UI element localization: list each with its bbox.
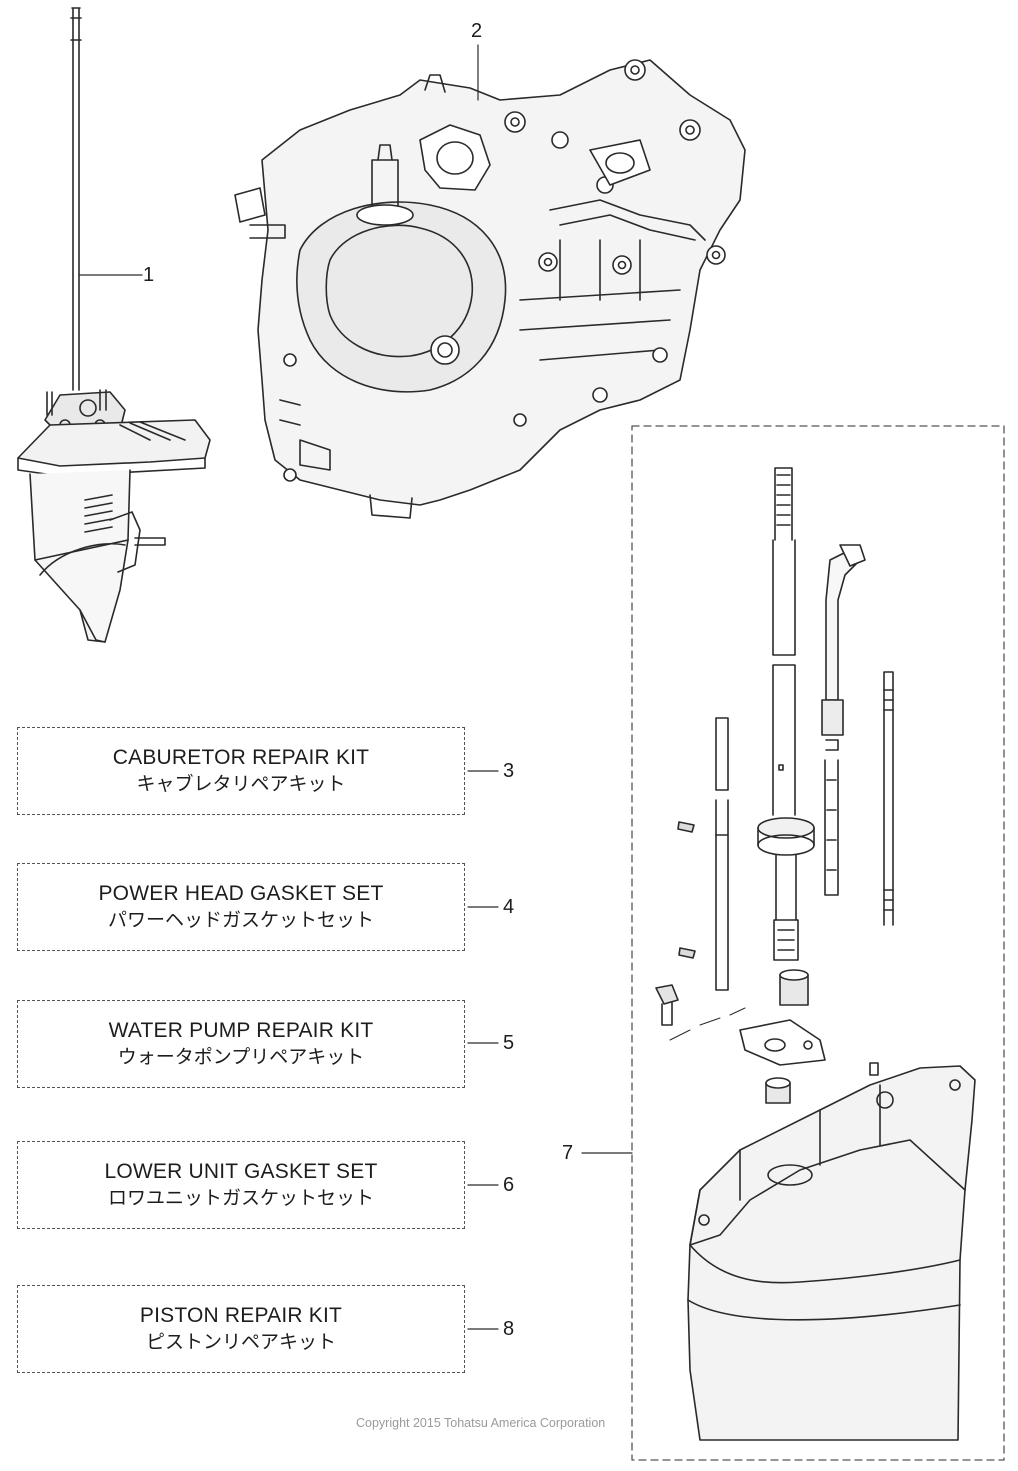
kit-name-en: PISTON REPAIR KIT [139, 1304, 343, 1327]
kit-name-jp: ロワユニットガスケットセット [107, 1187, 374, 1209]
kit-name-jp: パワーヘッドガスケットセット [107, 909, 374, 931]
callout-3: 3 [503, 760, 515, 782]
kit-box-lower-unit-gasket: LOWER UNIT GASKET SET ロワユニットガスケットセット [17, 1141, 465, 1229]
group-7-box [631, 425, 1005, 1461]
callout-4: 4 [503, 896, 515, 918]
kit-name-jp: ウォータポンプリペアキット [117, 1046, 365, 1068]
kit-name-en: POWER HEAD GASKET SET [98, 882, 384, 905]
kit-box-water-pump: WATER PUMP REPAIR KIT ウォータポンプリペアキット [17, 1000, 465, 1088]
kit-name-en: WATER PUMP REPAIR KIT [108, 1019, 374, 1042]
kit-box-piston: PISTON REPAIR KIT ピストンリペアキット [17, 1285, 465, 1373]
copyright-notice: Copyright 2015 Tohatsu America Corporati… [356, 1416, 606, 1430]
callout-7: 7 [562, 1142, 574, 1164]
kit-name-jp: キャブレタリペアキット [136, 773, 346, 795]
kit-name-jp: ピストンリペアキット [145, 1331, 336, 1353]
kit-name-en: CABURETOR REPAIR KIT [112, 746, 370, 769]
driveshaft-kit [655, 467, 976, 1441]
kit-box-power-head-gasket: POWER HEAD GASKET SET パワーヘッドガスケットセット [17, 863, 465, 951]
kit-box-carburetor: CABURETOR REPAIR KIT キャブレタリペアキット [17, 727, 465, 815]
powerhead-assembly [234, 59, 746, 519]
lower-unit-assembly [17, 7, 211, 643]
callout-6: 6 [503, 1174, 515, 1196]
callout-8: 8 [503, 1318, 515, 1340]
kit-name-en: LOWER UNIT GASKET SET [104, 1160, 378, 1183]
callout-5: 5 [503, 1032, 515, 1054]
callout-1: 1 [143, 264, 155, 286]
callout-2: 2 [471, 20, 483, 42]
